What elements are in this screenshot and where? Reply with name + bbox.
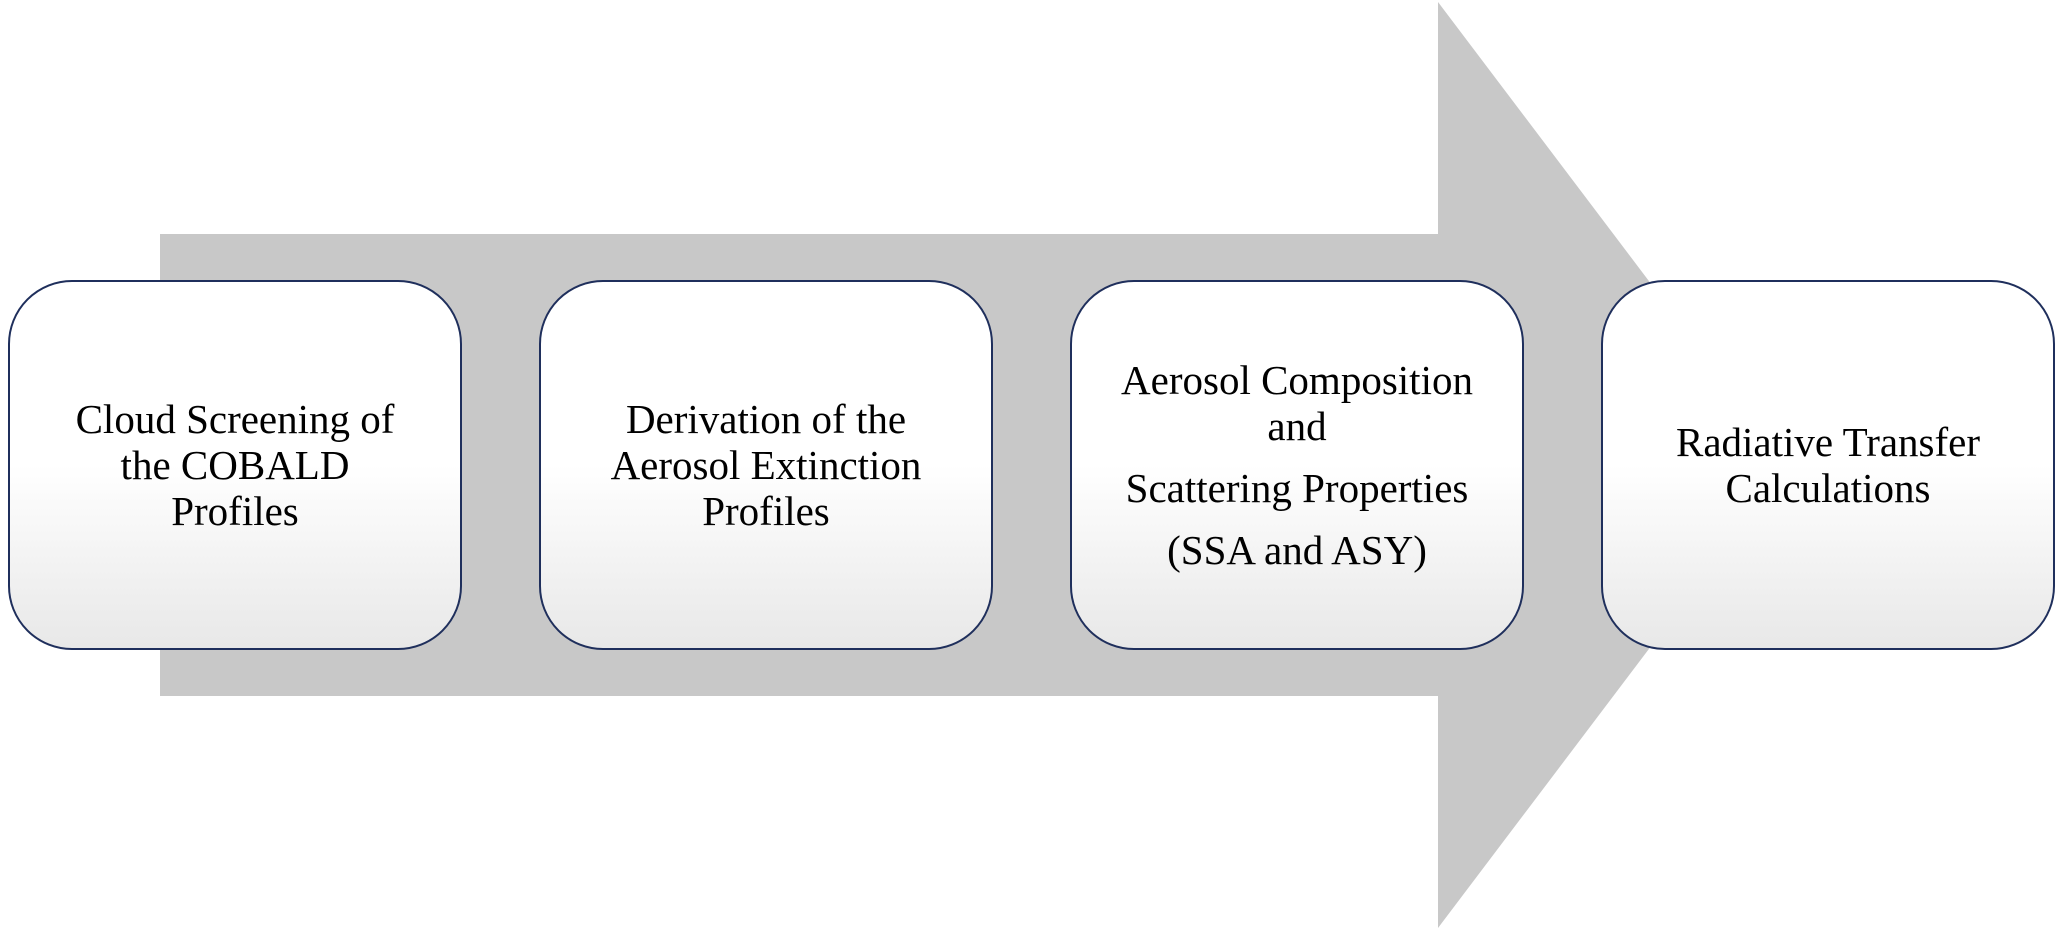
step-aerosol-composition: Aerosol Composition and Scattering Prope…: [1070, 280, 1524, 650]
step-radiative-transfer: Radiative Transfer Calculations: [1601, 280, 2055, 650]
step-label-line: Aerosol Composition: [1121, 357, 1473, 403]
step-label: Radiative Transfer Calculations: [1676, 419, 1980, 511]
step-label: Derivation of the Aerosol Extinction Pro…: [611, 396, 922, 534]
step-label-line: Scattering Properties: [1125, 465, 1469, 511]
step-label-line: Calculations: [1725, 465, 1931, 511]
step-label-line: the COBALD: [120, 442, 350, 488]
step-label: Cloud Screening of the COBALD Profiles: [76, 396, 395, 534]
step-label-line: Radiative Transfer: [1675, 419, 1981, 465]
step-cloud-screening: Cloud Screening of the COBALD Profiles: [8, 280, 462, 650]
step-label-line: Cloud Screening of: [75, 396, 395, 442]
step-label-line: Profiles: [702, 488, 830, 534]
step-label-line: Profiles: [171, 488, 299, 534]
step-label-line: (SSA and ASY): [1167, 527, 1427, 573]
step-label-line: and: [1267, 403, 1327, 449]
step-label-line: Derivation of the: [625, 396, 907, 442]
step-extinction-derivation: Derivation of the Aerosol Extinction Pro…: [539, 280, 993, 650]
step-label: Aerosol Composition and Scattering Prope…: [1121, 357, 1473, 573]
step-label-line: Aerosol Extinction: [610, 442, 922, 488]
